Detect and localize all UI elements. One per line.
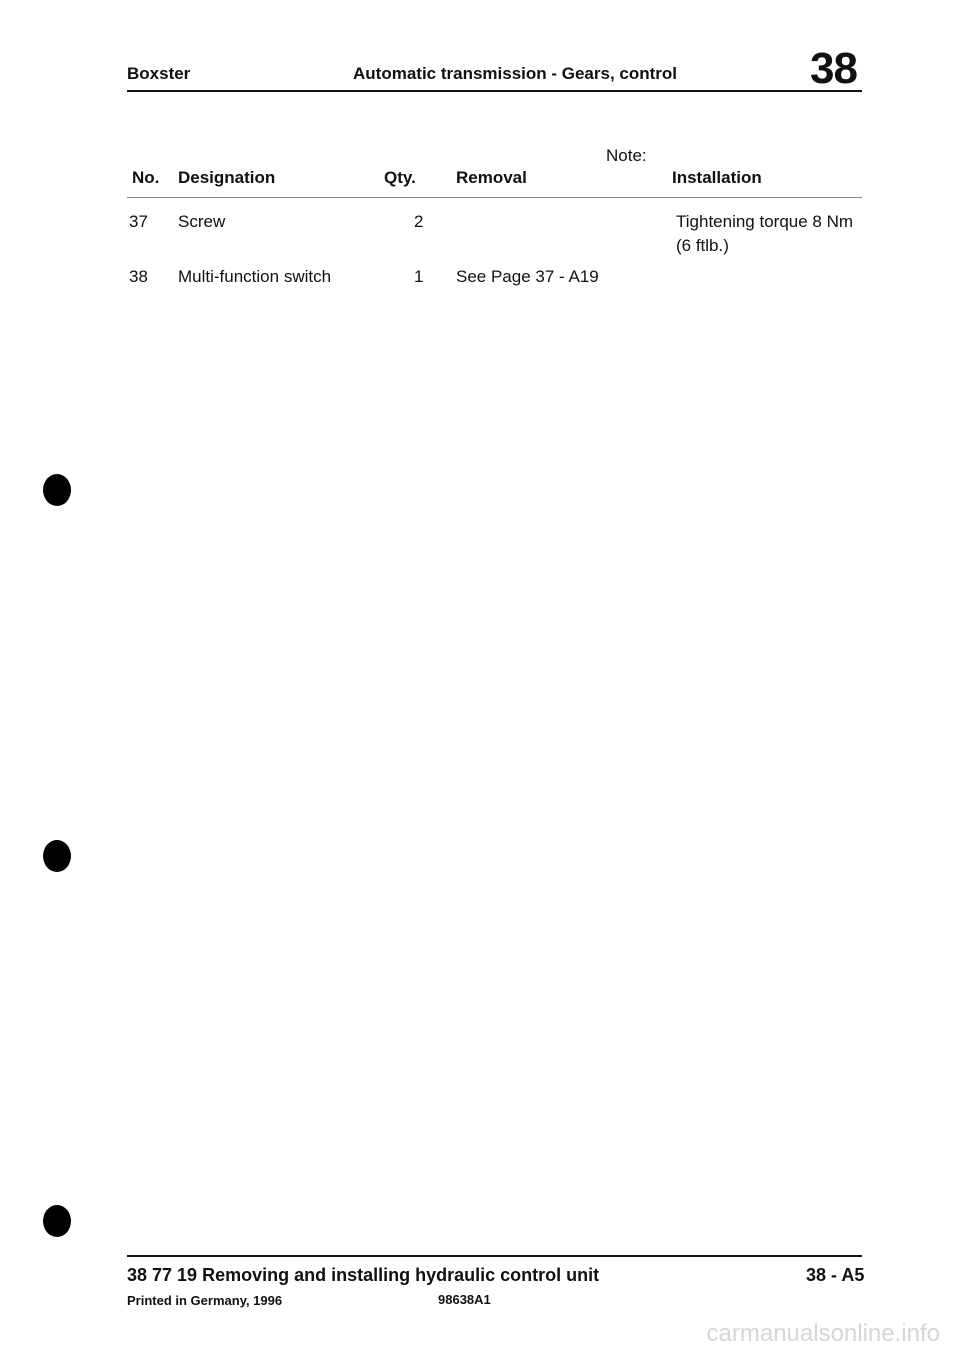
table-row-qty: 2 xyxy=(414,212,424,231)
table-row-installation: Tightening torque 8 Nm xyxy=(676,212,854,231)
header-section-title: Automatic transmission - Gears, control xyxy=(353,64,678,83)
table-row-designation: Screw xyxy=(178,212,226,231)
table-row-removal: See Page 37 - A19 xyxy=(456,267,599,286)
footer-document-code: 98638A1 xyxy=(438,1292,491,1307)
column-header-installation: Installation xyxy=(672,168,762,187)
table-row-installation-cont: (6 ftlb.) xyxy=(676,236,729,255)
note-label: Note: xyxy=(606,146,647,165)
footer-page-reference: 38 - A5 xyxy=(806,1265,865,1285)
footer-procedure-title: 38 77 19 Removing and installing hydraul… xyxy=(127,1265,600,1285)
table-row-qty: 1 xyxy=(414,267,424,286)
column-header-qty: Qty. xyxy=(384,168,416,187)
punch-hole xyxy=(43,474,71,506)
header-group-number: 38 xyxy=(810,44,858,93)
table-header-divider xyxy=(127,197,862,198)
table-row-no: 37 xyxy=(129,212,148,231)
footer-divider xyxy=(127,1255,862,1257)
column-header-designation: Designation xyxy=(178,168,276,187)
table-row-designation: Multi-function switch xyxy=(178,267,332,286)
footer-printed-note: Printed in Germany, 1996 xyxy=(127,1293,283,1308)
header-model: Boxster xyxy=(127,64,191,83)
punch-hole xyxy=(43,840,71,872)
table-row-no: 38 xyxy=(129,267,148,286)
column-header-no: No. xyxy=(132,168,160,187)
column-header-removal: Removal xyxy=(456,168,527,187)
watermark: carmanualsonline.info xyxy=(706,1320,940,1347)
header-divider xyxy=(127,90,862,92)
punch-hole xyxy=(43,1205,71,1237)
